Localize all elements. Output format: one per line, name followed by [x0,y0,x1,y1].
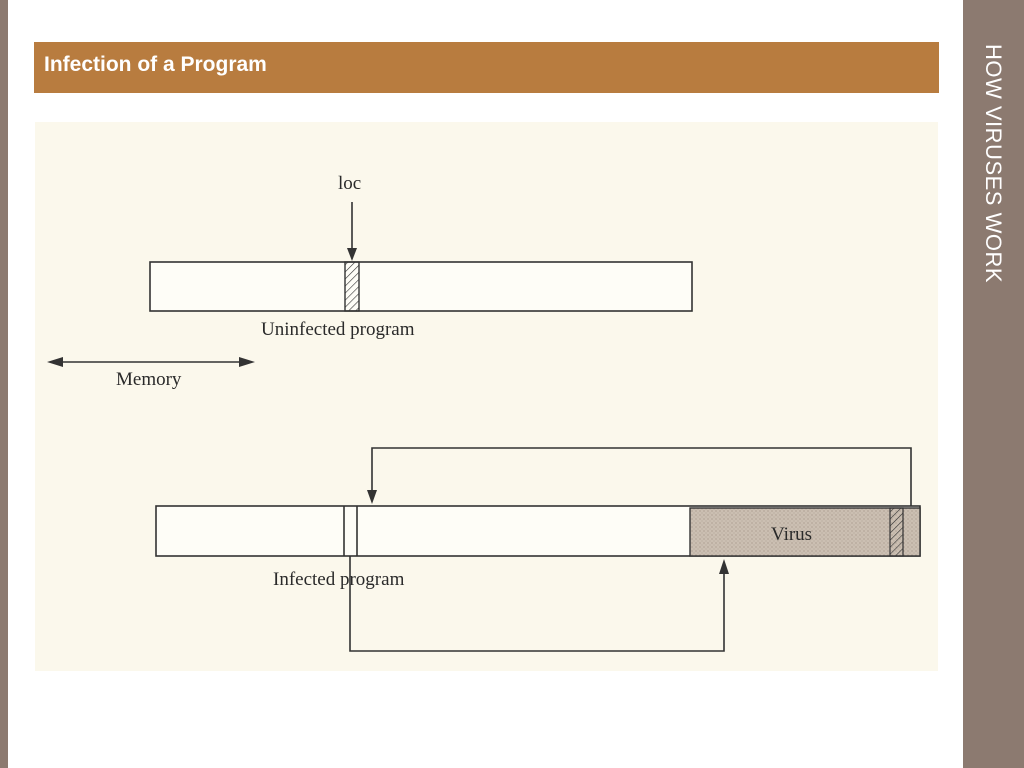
uninfected-program-bar [149,261,693,312]
left-border-rail [0,0,8,768]
section-title: HOW VIRUSES WORK [963,0,1024,768]
return-jump-arrow [367,447,912,506]
slide-title: Infection of a Program [44,53,267,76]
memory-arrow [47,357,255,367]
right-sidebar [963,0,1024,768]
uninfected-program-label: Uninfected program [261,319,415,340]
infected-program-bar [155,505,921,557]
infected-program-label: Infected program [273,569,405,590]
loc-hatched-segment [344,261,360,312]
infection-diagram: loc Uninfected program Memory Infected p… [35,122,938,671]
virus-segment [689,507,921,557]
memory-label: Memory [116,369,182,390]
section-title-text: HOW VIRUSES WORK [981,44,1006,284]
virus-label: Virus [771,524,813,545]
slide-title-bar: Infection of a Program [34,42,939,93]
virus-jump-arrow [349,556,729,652]
loc-arrow [347,202,357,261]
diagram-graphic [47,202,921,652]
loc-label: loc [338,173,362,194]
virus-hatched-segment [889,507,904,557]
